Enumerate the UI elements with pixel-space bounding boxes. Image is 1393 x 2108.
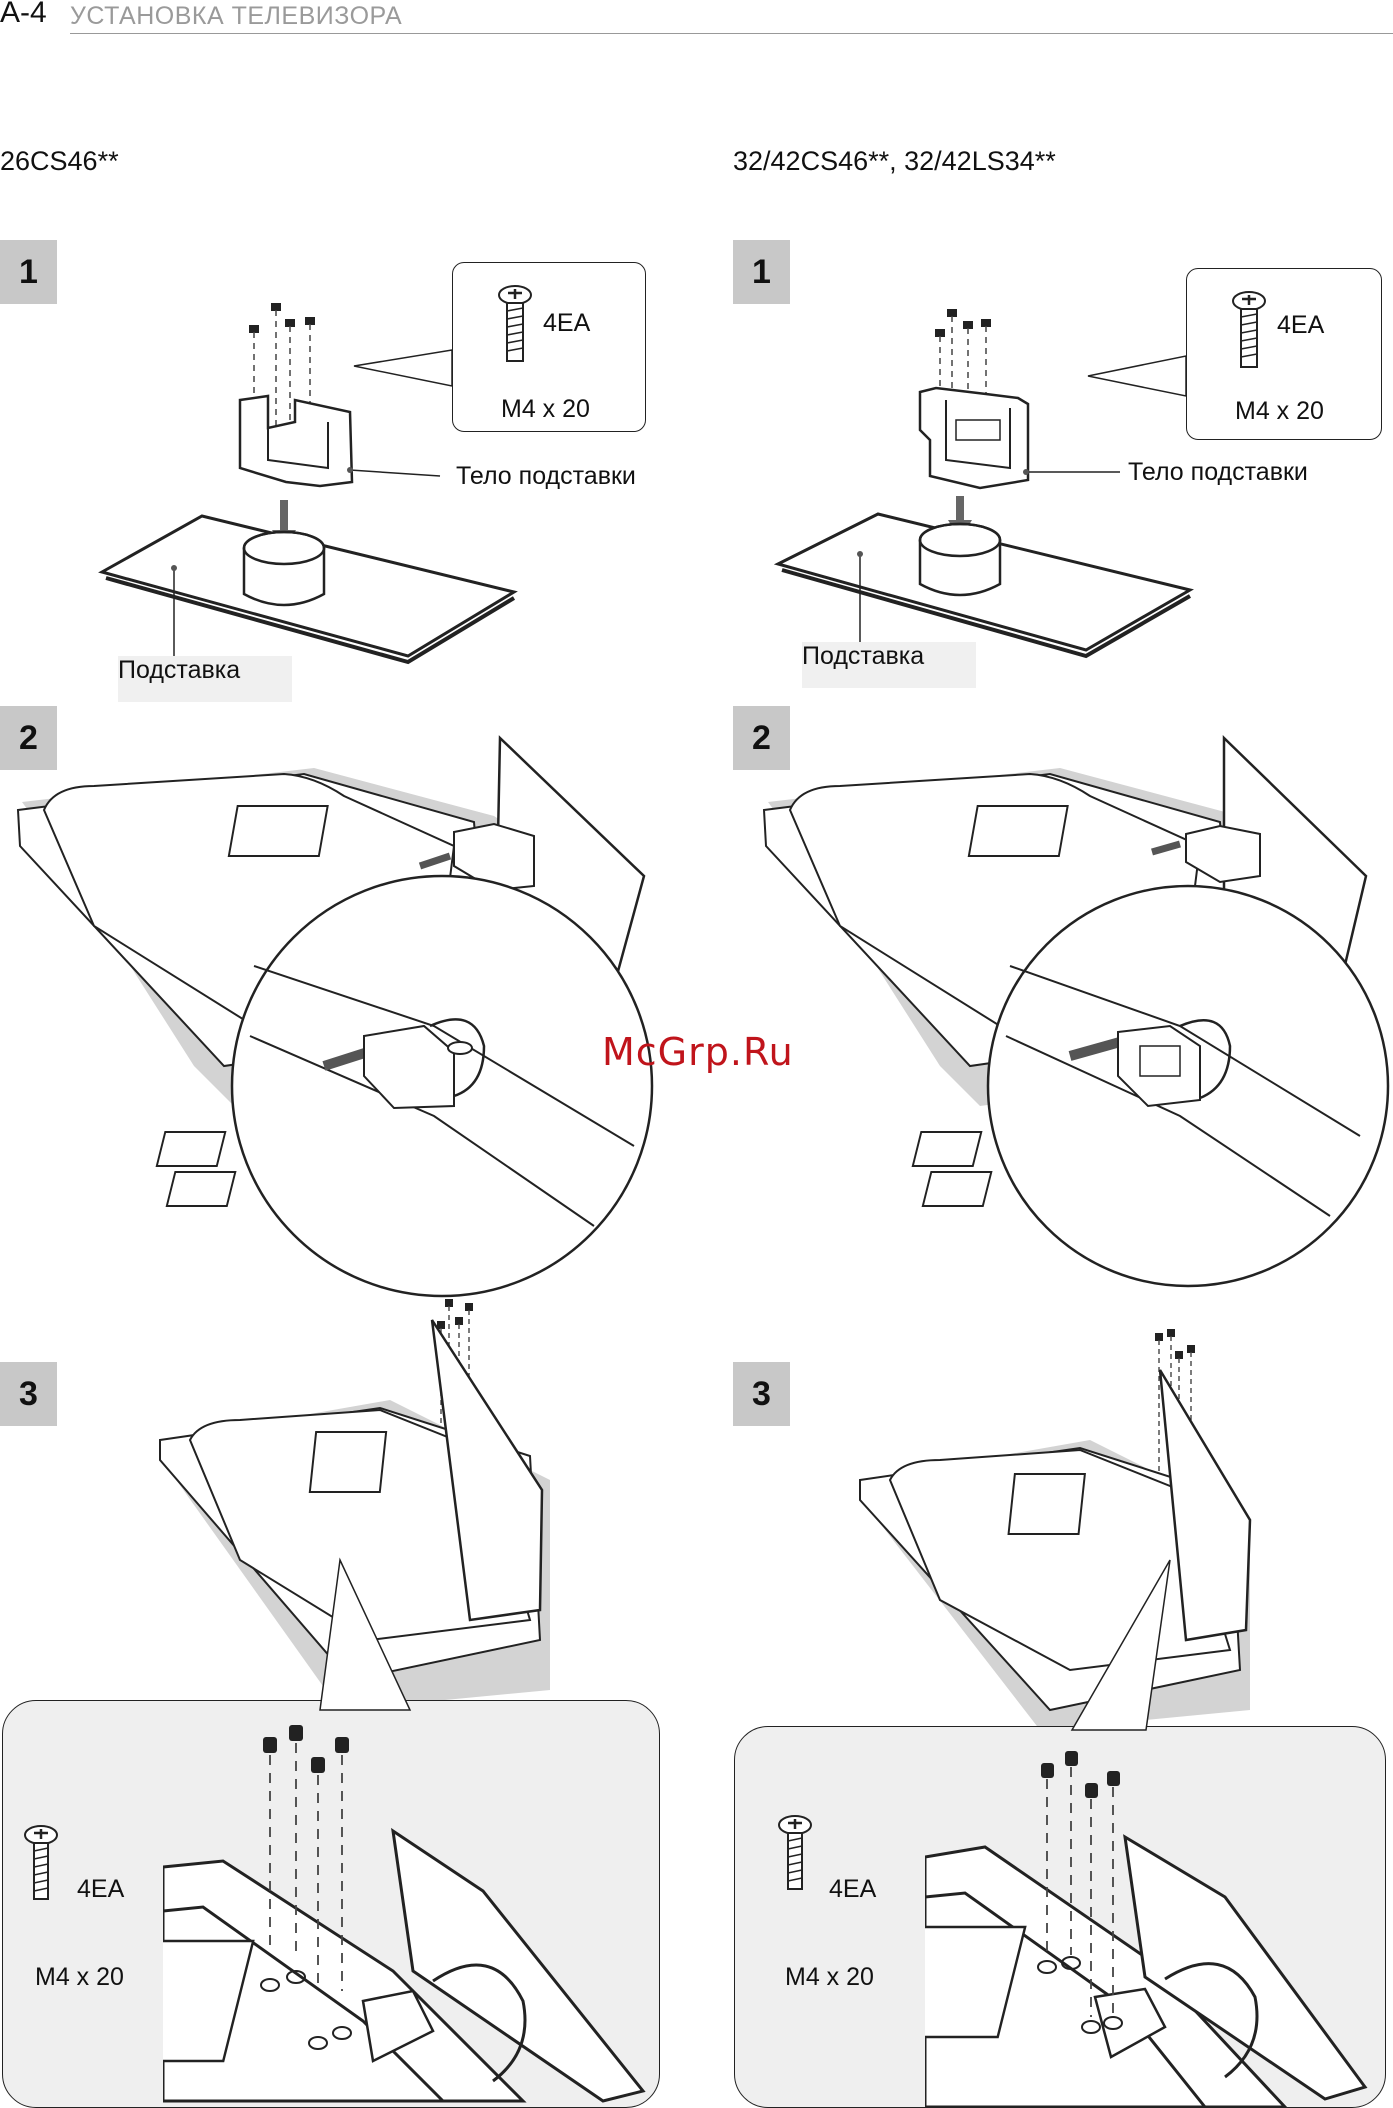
step-1-badge-left: 1: [0, 240, 57, 304]
screw-quantity: 4EA: [1277, 311, 1324, 340]
label-stand-box-right: Подставка: [802, 642, 976, 688]
screw-callout-right: 4EA M4 x 20: [1186, 268, 1382, 440]
section-title: УСТАНОВКА ТЕЛЕВИЗОРА: [70, 2, 402, 31]
label-stand-right: Подставка: [802, 642, 924, 671]
model-heading-right: 32/42CS46**, 32/42LS34**: [733, 146, 1056, 177]
zoom-detail-right: 4EA M4 x 20: [734, 1726, 1386, 2108]
zoom-screw-quantity: 4EA: [77, 1875, 124, 1904]
zoom-screw-size: M4 x 20: [35, 1963, 124, 1992]
tv-attach-figure-right: [760, 736, 1393, 1236]
screw-icon: [775, 1809, 815, 1919]
screw-quantity: 4EA: [543, 309, 590, 338]
zoom-screw-drawing-right: [925, 1727, 1385, 2107]
page-header: A-4 УСТАНОВКА ТЕЛЕВИЗОРА: [0, 0, 1393, 34]
zoom-screw-drawing-left: [163, 1701, 660, 2107]
step-3-badge-right: 3: [733, 1362, 790, 1426]
zoom-screw-size: M4 x 20: [785, 1963, 874, 1992]
model-heading-left: 26CS46**: [0, 146, 119, 177]
label-stand-box-left: Подставка: [118, 656, 292, 702]
zoom-detail-left: 4EA M4 x 20: [2, 1700, 660, 2108]
header-rule: [70, 33, 1393, 34]
zoom-pointer-right: [1060, 1560, 1180, 1730]
label-stand-body-right: Тело подставки: [1128, 458, 1308, 487]
step-3-badge-left: 3: [0, 1362, 57, 1426]
page-number: A-4: [0, 0, 47, 30]
watermark: McGrp.Ru: [602, 1030, 794, 1074]
screw-icon: [21, 1819, 61, 1929]
label-stand-body-left: Тело подставки: [456, 462, 636, 491]
zoom-screw-quantity: 4EA: [829, 1875, 876, 1904]
tv-attach-figure-left: [14, 736, 664, 1236]
screw-size: M4 x 20: [1235, 397, 1324, 426]
zoom-pointer-left: [300, 1560, 420, 1710]
step-1-badge-right: 1: [733, 240, 790, 304]
label-stand-left: Подставка: [118, 656, 240, 685]
